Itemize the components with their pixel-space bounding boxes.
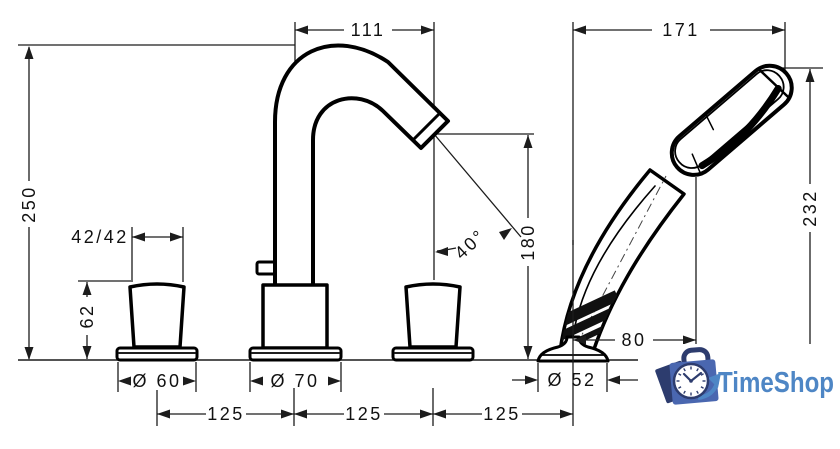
hand-shower-head (669, 63, 794, 177)
dim-total-height-label: 250 (19, 185, 39, 223)
timeshop-logo: TimeShop (648, 344, 840, 414)
dim-spout-reach-label: 111 (351, 20, 386, 40)
hand-shower (536, 63, 794, 363)
spout-body (261, 283, 329, 350)
right-handle (391, 282, 475, 362)
dim-shower-height-label: 232 (800, 189, 820, 227)
dim-shower-base-diameter-label: Ø 52 (547, 370, 596, 390)
dim-spout-angle-label: 40° (451, 225, 490, 263)
dim-pitch-right-label: 125 (483, 404, 521, 424)
dim-spout-outlet-height-label: 180 (518, 223, 538, 261)
dim-handle-height-label: 62 (77, 303, 97, 328)
dim-spout-base-diameter-label: Ø 70 (270, 371, 319, 391)
logo-wordmark: TimeShop (718, 367, 834, 399)
logo-clock-icon (672, 362, 710, 400)
dimension-labels: 111 171 250 232 180 40° 42/42 62 Ø 60 Ø … (19, 20, 820, 424)
fixture (115, 43, 794, 363)
right-handle-base-plate (391, 346, 475, 362)
dim-shower-head-offset-label: 80 (621, 330, 646, 350)
left-handle (115, 282, 199, 362)
spout-nozzle-band (411, 111, 442, 142)
left-handle-base-plate (115, 346, 199, 362)
dim-pitch-middle-label: 125 (345, 404, 383, 424)
dim-pitch-left-label: 125 (207, 404, 245, 424)
dim-handle-top-size-label: 42/42 (71, 227, 129, 247)
dim-handle-base-diameter-label: Ø 60 (132, 371, 181, 391)
spout (248, 43, 450, 362)
dimension-arrowheads (24, 25, 815, 419)
logo-bag-icon (655, 347, 721, 405)
spout-tube (273, 43, 450, 289)
dim-shower-reach-label: 171 (662, 20, 700, 40)
spout-base-plate (248, 346, 343, 362)
